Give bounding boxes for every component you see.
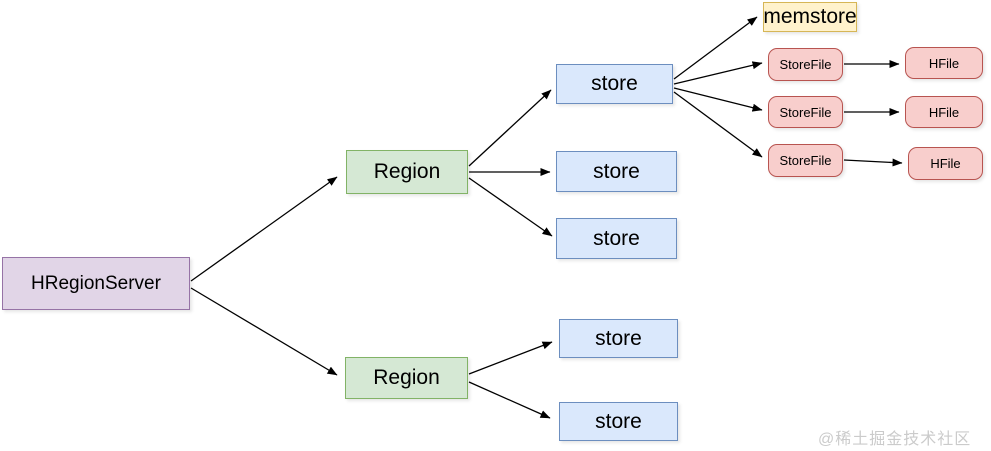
node-memstore: memstore (763, 2, 857, 32)
node-region-1: Region (346, 150, 468, 194)
edge-hregionserver-region2 (190, 287, 338, 376)
node-storefile-3: StoreFile (768, 144, 843, 177)
node-store-2: store (556, 151, 677, 192)
edge-store1-storefile1 (673, 61, 763, 85)
watermark-text: @稀土掘金技术社区 (818, 431, 972, 448)
node-hfile-2: HFile (905, 96, 983, 128)
edge-store1-memstore (673, 16, 758, 80)
edge-hregionserver-region1 (190, 176, 338, 282)
node-hfile-3: HFile (908, 147, 983, 180)
edge-region1-store3 (468, 177, 553, 237)
node-storefile-2: StoreFile (768, 96, 843, 128)
edge-store1-storefile3 (673, 91, 763, 158)
node-store-5: store (559, 402, 678, 441)
edge-storefile3-hfile3 (843, 158, 903, 167)
edge-region1-store1 (468, 89, 552, 167)
node-store-4: store (559, 319, 678, 358)
edge-store1-storefile2 (673, 87, 763, 112)
edge-region2-store5 (468, 381, 551, 419)
node-store-3: store (556, 218, 677, 259)
edge-region2-store4 (468, 341, 553, 375)
node-region-2: Region (345, 357, 468, 399)
node-store-1: store (556, 64, 673, 104)
node-hfile-1: HFile (905, 47, 983, 79)
node-storefile-1: StoreFile (768, 48, 843, 81)
node-hregionserver: HRegionServer (2, 257, 190, 310)
